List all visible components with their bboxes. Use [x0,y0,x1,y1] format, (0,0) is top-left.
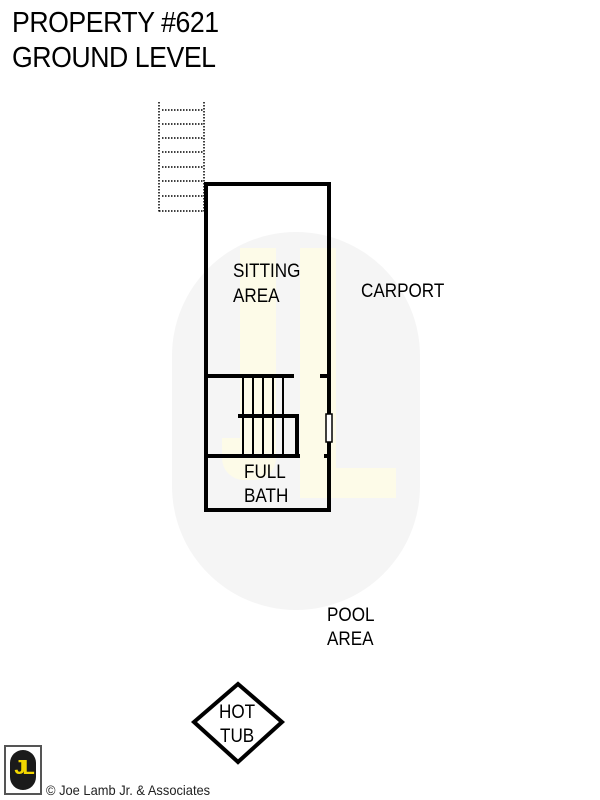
pool-area-label-2: AREA [327,629,374,650]
carport-label: CARPORT [361,281,445,302]
interior-stairs [238,376,299,456]
exterior-door [325,413,333,443]
logo-text: JL [14,757,34,779]
pool-area-label: POOL [327,605,375,626]
exterior-stairs [158,102,205,212]
property-title: PROPERTY #621 [12,7,219,39]
copyright-text: © Joe Lamb Jr. & Associates [46,782,211,798]
exterior-walls [204,182,331,512]
full-bath-label-2: BATH [244,486,289,507]
hot-tub [190,681,286,765]
level-title: GROUND LEVEL [12,42,216,74]
company-logo: JL [4,745,42,795]
hot-tub-label-2: TUB [220,726,255,747]
hot-tub-label: HOT [219,702,256,723]
sitting-area-label-2: AREA [233,286,280,307]
sitting-area-label: SITTING [233,261,301,282]
full-bath-label: FULL [244,462,286,483]
